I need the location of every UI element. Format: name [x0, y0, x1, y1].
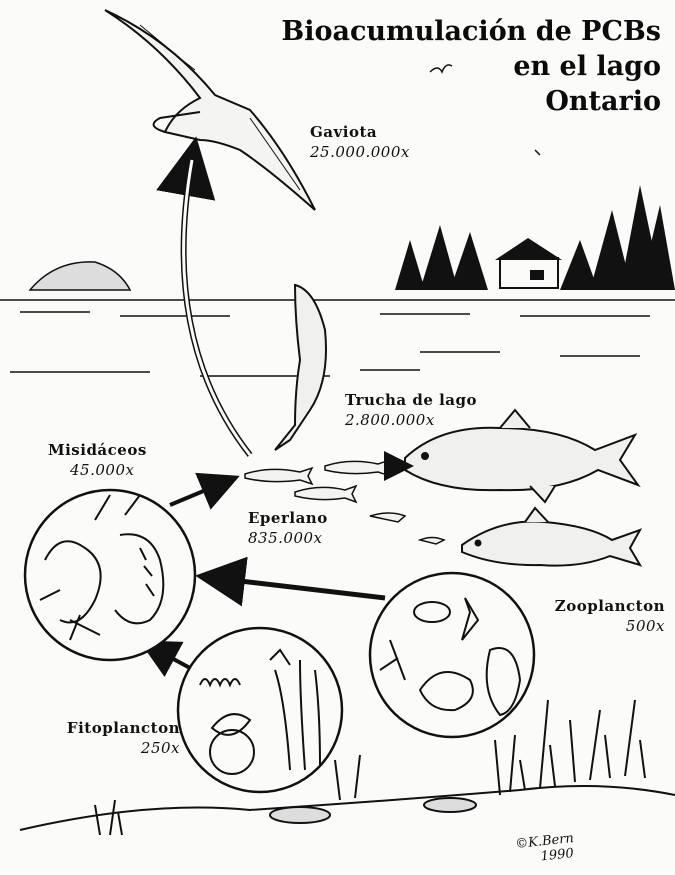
label-zooplancton: Zooplancton 500x [515, 596, 665, 636]
title-line-1: Bioacumulación de PCBs [281, 14, 661, 49]
trucha-factor: 2.800.000x [345, 410, 477, 430]
trout-icon-2 [462, 508, 640, 566]
zooplankton-circle-icon [370, 573, 534, 737]
forest-shore-icon [395, 185, 675, 290]
title-line-3: Ontario [281, 84, 661, 119]
mysid-circle-icon [25, 490, 195, 660]
fitoplancton-name: Fitoplancton [20, 718, 180, 738]
misidaceos-name: Misidáceos [48, 440, 147, 460]
label-trucha: Trucha de lago 2.800.000x [345, 390, 477, 430]
artist-signature: ©K.Bern 1990 [515, 831, 577, 867]
eperlano-name: Eperlano [248, 508, 328, 528]
label-misidaceos: Misidáceos 45.000x [48, 440, 147, 480]
label-gaviota: Gaviota 25.000.000x [310, 122, 410, 162]
eperlano-factor: 835.000x [248, 528, 328, 548]
fitoplancton-factor: 250x [20, 738, 180, 758]
label-eperlano: Eperlano 835.000x [248, 508, 328, 548]
island-icon [30, 262, 130, 290]
label-fitoplancton: Fitoplancton 250x [20, 718, 180, 758]
title-line-2: en el lago [281, 49, 661, 84]
lake-surface [0, 300, 675, 376]
phytoplankton-circle-icon [178, 628, 342, 792]
misidaceos-factor: 45.000x [48, 460, 147, 480]
diagram-title: Bioacumulación de PCBs en el lago Ontari… [281, 14, 661, 119]
gaviota-name: Gaviota [310, 122, 410, 142]
trucha-name: Trucha de lago [345, 390, 477, 410]
zooplancton-name: Zooplancton [515, 596, 665, 616]
zooplancton-factor: 500x [515, 616, 665, 636]
gaviota-factor: 25.000.000x [310, 142, 410, 162]
jumping-trout-icon [275, 285, 326, 450]
